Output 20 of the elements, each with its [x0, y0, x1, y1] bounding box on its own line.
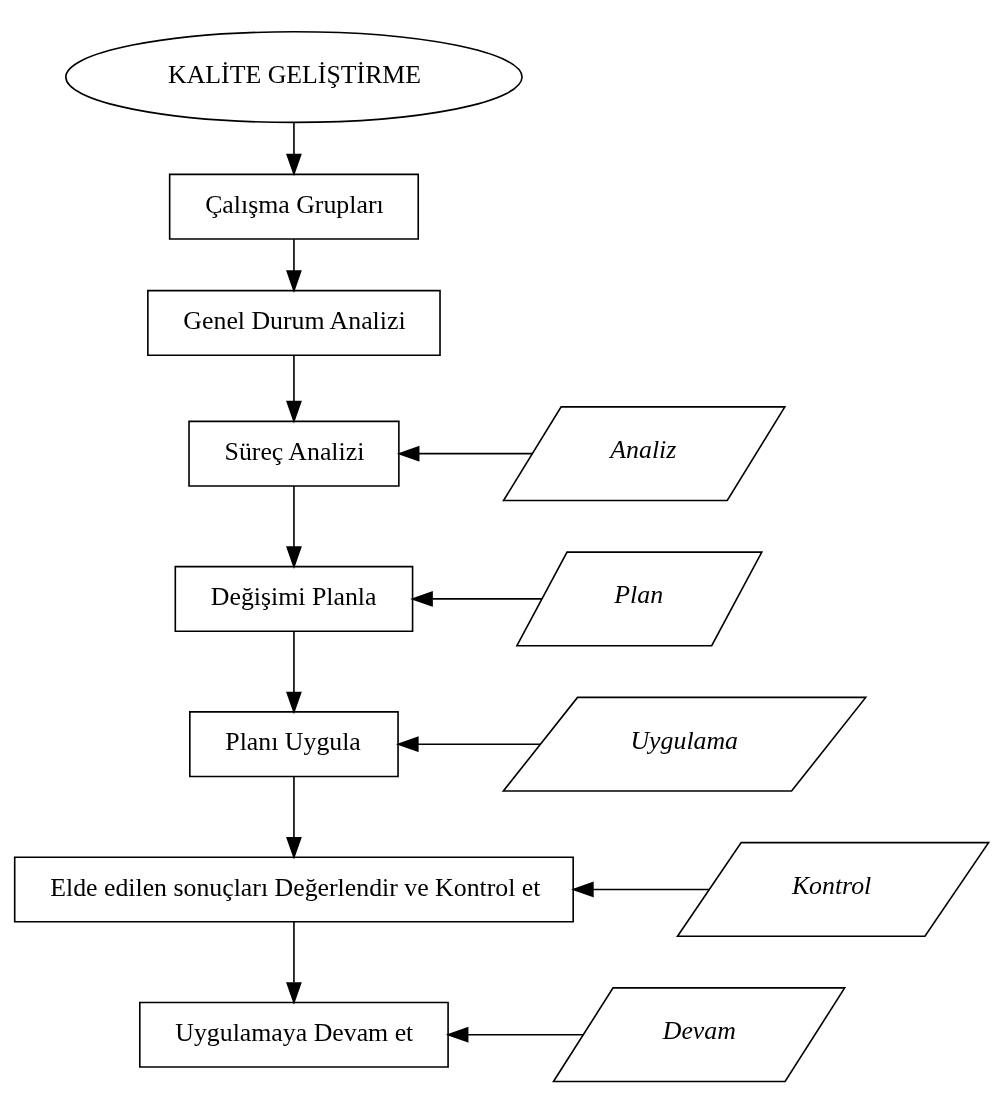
- arrow: [286, 920, 302, 1005]
- node-box: Uygulamaya Devam et: [139, 1001, 449, 1068]
- arrow: [286, 484, 302, 569]
- node-ellipse: KALİTE GELİŞTİRME: [65, 30, 523, 123]
- arrow: [396, 735, 542, 752]
- node-box: Çalışma Grupları: [168, 173, 420, 240]
- arrow: [286, 121, 302, 176]
- arrow: [286, 237, 302, 293]
- arrow: [286, 775, 302, 860]
- arrow: [571, 881, 710, 897]
- node-box: Süreç Analizi: [188, 420, 400, 487]
- node-box: Değişimi Planla: [174, 565, 414, 632]
- node-box: Elde edilen sonuçları Değerlendir ve Kontrol et: [13, 855, 574, 923]
- arrow: [286, 354, 302, 423]
- arrow: [445, 1026, 584, 1043]
- node-box: Planı Uygula: [189, 710, 399, 777]
- node-box: Genel Durum Analizi: [147, 289, 441, 356]
- arrow: [410, 590, 543, 607]
- arrow: [396, 445, 534, 462]
- arrow: [286, 630, 302, 714]
